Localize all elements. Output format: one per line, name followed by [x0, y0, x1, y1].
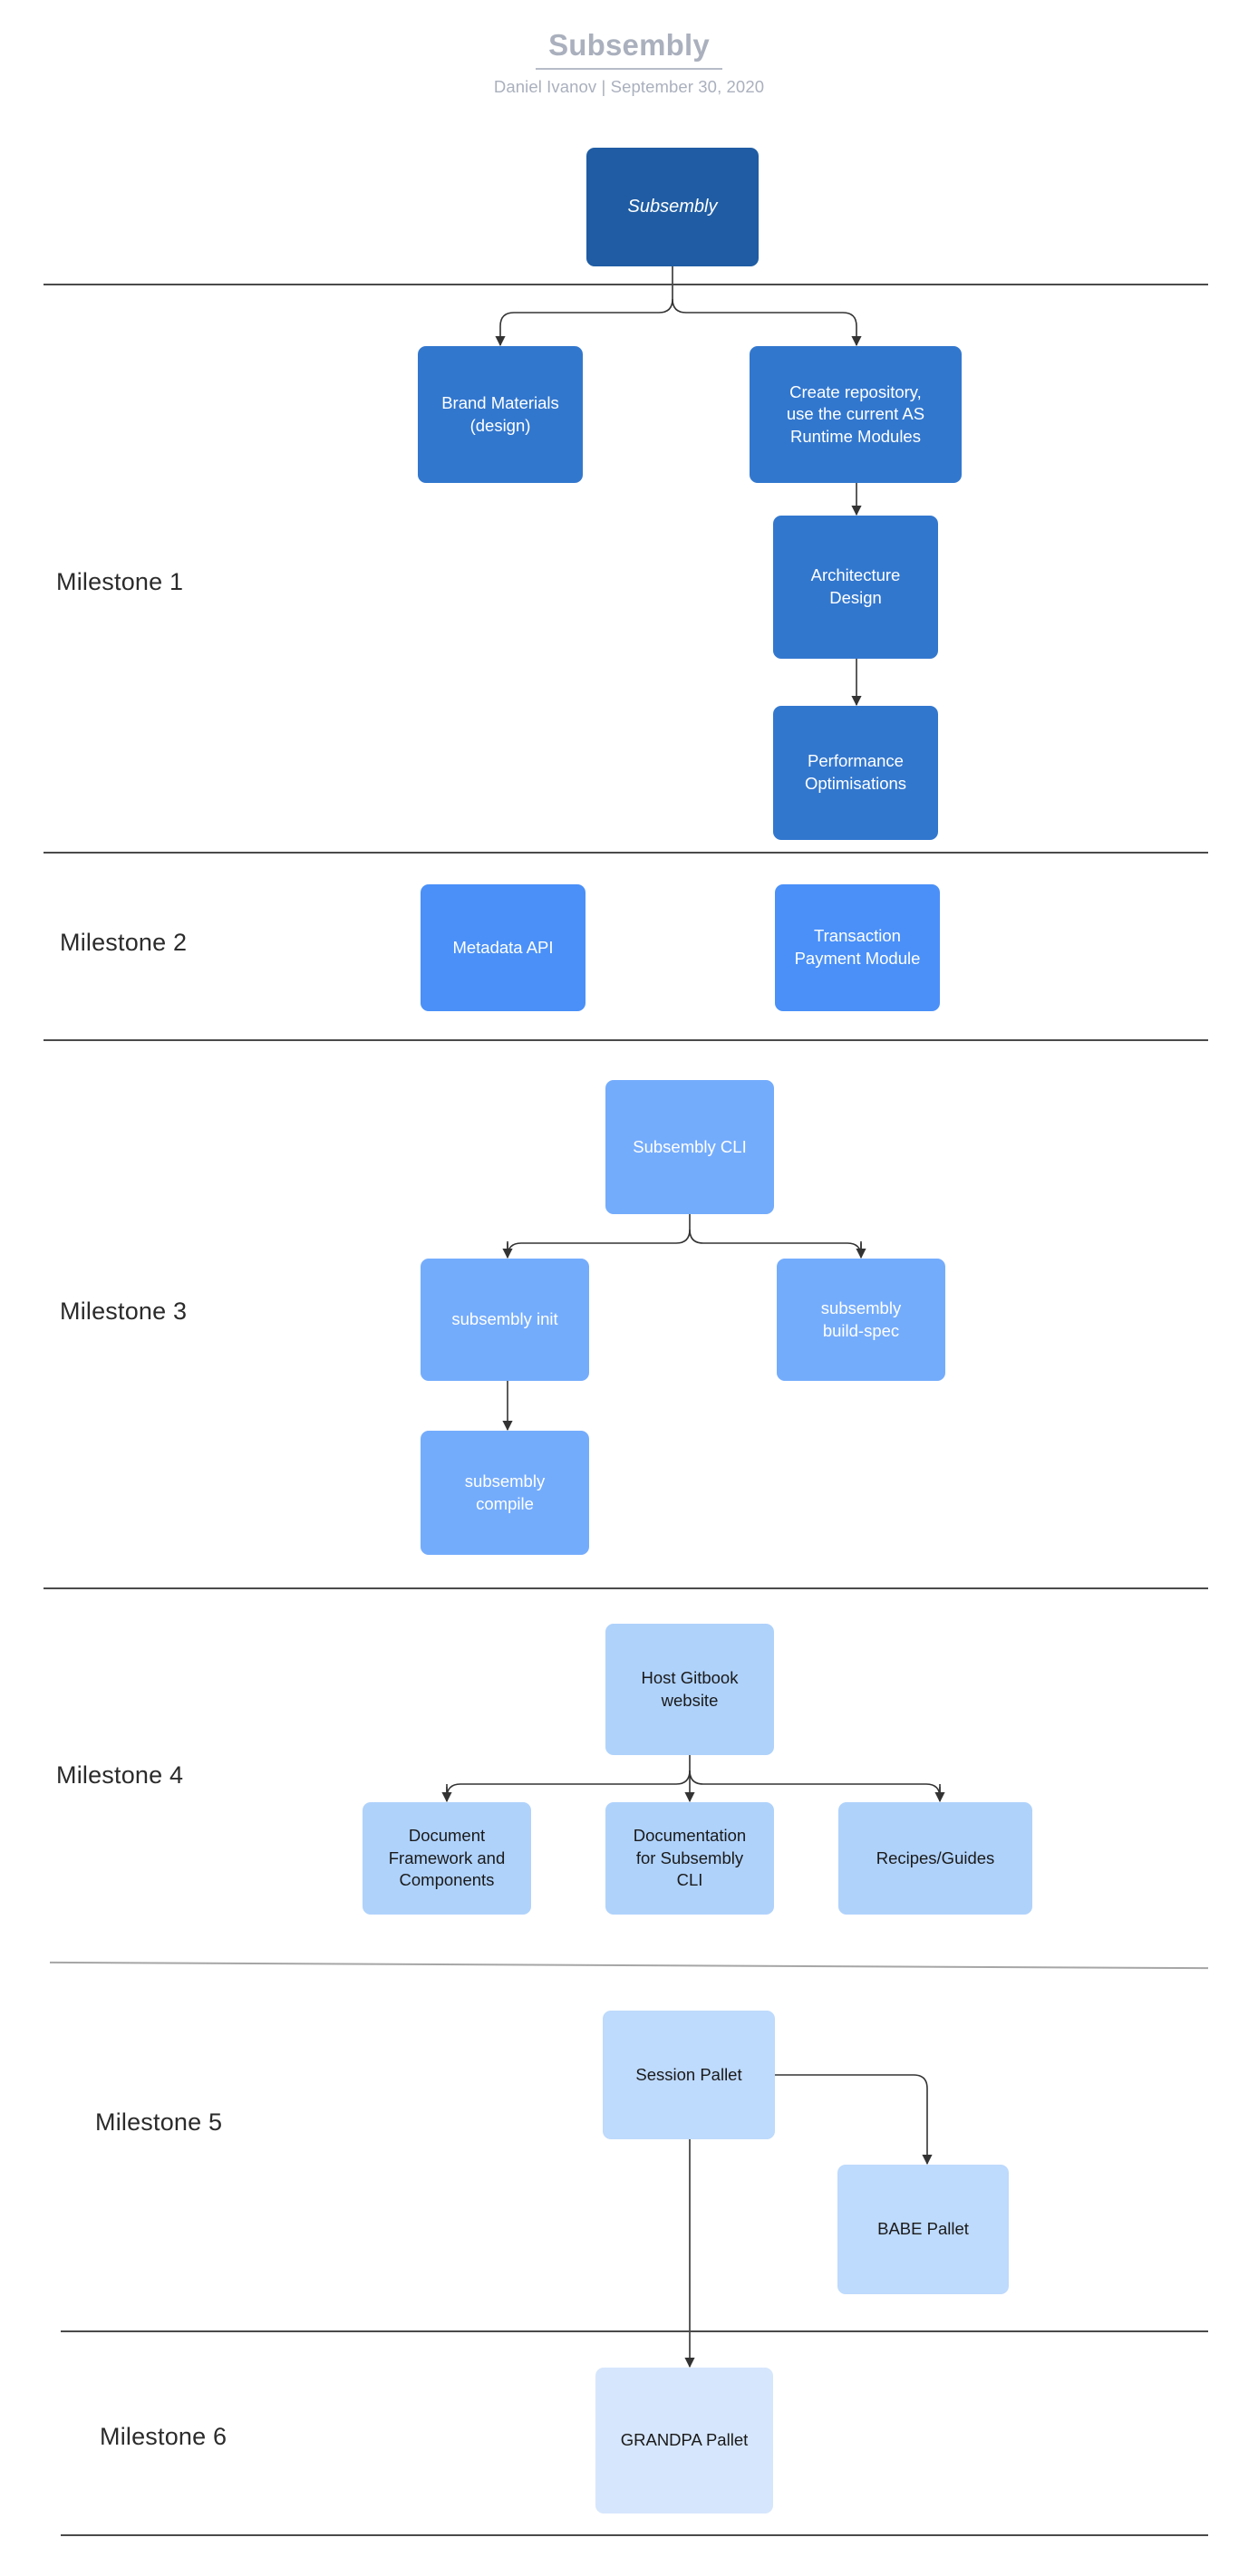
node-architecture-design[interactable]: Architecture Design [773, 516, 938, 659]
node-subsembly-build-spec[interactable]: subsembly build-spec [777, 1259, 945, 1381]
milestone-label-4: Milestone 4 [56, 1761, 184, 1789]
edge-gitbook-to-recipes-guides [689, 1770, 941, 1799]
lane-separator-2-3 [44, 1039, 1208, 1041]
node-subsembly-cli[interactable]: Subsembly CLI [605, 1080, 774, 1214]
document-header: Subsembly Daniel Ivanov | September 30, … [0, 28, 1258, 97]
node-subsembly-compile[interactable]: subsembly compile [421, 1431, 589, 1555]
node-root[interactable]: Subsembly [586, 148, 759, 266]
edge-gitbook-to-document-framework [446, 1770, 691, 1799]
edge-group [441, 266, 945, 2369]
node-transaction-payment-module[interactable]: Transaction Payment Module [775, 884, 940, 1011]
node-host-gitbook-website[interactable]: Host Gitbook website [605, 1624, 774, 1755]
lane-separator-5-6 [61, 2330, 1208, 2332]
milestone-label-3: Milestone 3 [60, 1298, 188, 1325]
lane-separator-1-2 [44, 852, 1208, 854]
node-brand-materials[interactable]: Brand Materials (design) [418, 346, 583, 483]
lane-separator-3-4 [44, 1587, 1208, 1589]
milestone-label-2: Milestone 2 [60, 929, 188, 956]
node-performance-optimisations[interactable]: Performance Optimisations [773, 706, 938, 840]
node-document-framework[interactable]: Document Framework and Components [363, 1802, 531, 1915]
node-subsembly-init[interactable]: subsembly init [421, 1259, 589, 1381]
edge-session-pallet-to-babe-pallet [775, 2074, 933, 2166]
milestone-label-1: Milestone 1 [56, 568, 184, 595]
node-recipes-guides[interactable]: Recipes/Guides [838, 1802, 1032, 1915]
edge-root-to-brand-materials [495, 298, 673, 347]
milestone-label-5: Milestone 5 [95, 2108, 223, 2136]
edge-root-to-create-repository [672, 298, 862, 347]
lane-separator-top [44, 284, 1208, 285]
page-title: Subsembly [536, 28, 722, 71]
page-subtitle: Daniel Ivanov | September 30, 2020 [493, 77, 765, 97]
node-grandpa-pallet[interactable]: GRANDPA Pallet [595, 2368, 773, 2513]
node-metadata-api[interactable]: Metadata API [421, 884, 585, 1011]
node-documentation-cli[interactable]: Documentation for Subsembly CLI [605, 1802, 774, 1915]
milestone-label-6: Milestone 6 [100, 2423, 227, 2450]
node-session-pallet[interactable]: Session Pallet [603, 2011, 775, 2139]
edge-subsembly-cli-to-subsembly-init [507, 1229, 691, 1258]
node-babe-pallet[interactable]: BABE Pallet [837, 2165, 1009, 2294]
edge-subsembly-cli-to-build-spec [689, 1229, 862, 1258]
lane-separator-bottom [61, 2534, 1208, 2536]
node-create-repository[interactable]: Create repository, use the current AS Ru… [750, 346, 962, 483]
